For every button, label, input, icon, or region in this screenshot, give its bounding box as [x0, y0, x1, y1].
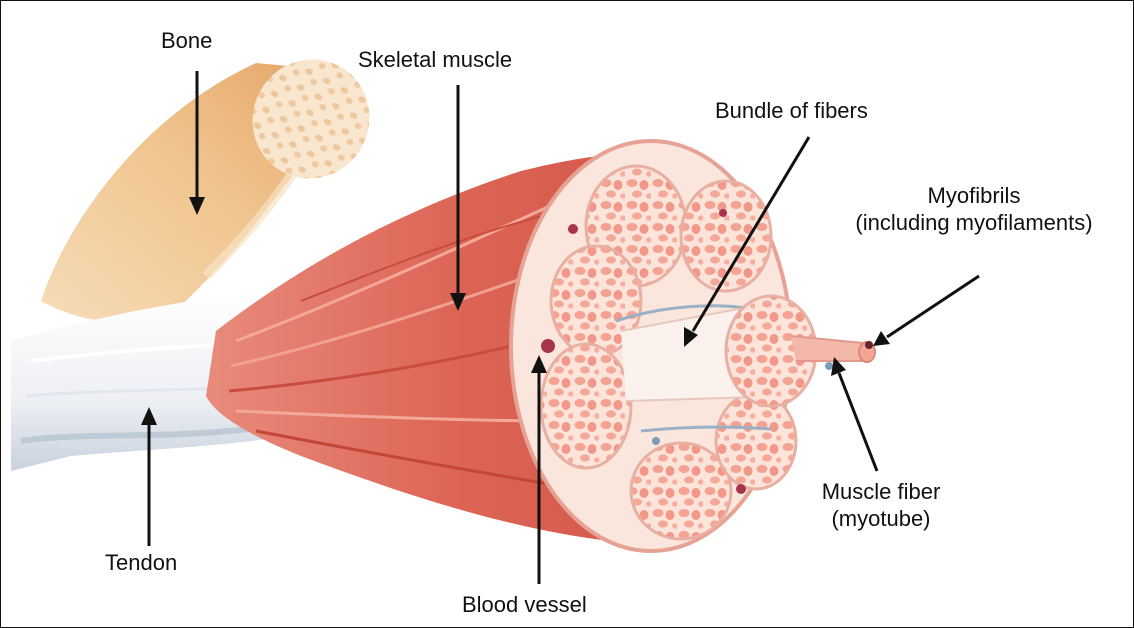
label-skeletal-muscle: Skeletal muscle	[358, 46, 512, 73]
label-tendon: Tendon	[105, 549, 177, 576]
muscle-fiber-arrow	[839, 373, 877, 471]
label-bundle-of-fibers: Bundle of fibers	[715, 97, 868, 124]
muscle-fiber-marker	[825, 362, 833, 370]
label-muscle-fiber: Muscle fiber (myotube)	[801, 478, 961, 532]
fascicle	[631, 443, 731, 539]
nerve-dot	[652, 437, 660, 445]
blood-vessel-dot	[736, 484, 746, 494]
myofibrils-arrowhead	[873, 331, 890, 346]
label-muscle-fiber-line2: (myotube)	[801, 505, 961, 532]
myofibrils-arrow	[887, 276, 979, 337]
label-myofibrils-line1: Myofibrils	[819, 182, 1129, 209]
fascicle	[716, 393, 796, 489]
blood-vessel-dot	[541, 339, 555, 353]
label-bone: Bone	[161, 27, 212, 54]
myofibril-end	[865, 341, 873, 349]
label-muscle-fiber-line1: Muscle fiber	[801, 478, 961, 505]
blood-vessel-dot	[568, 224, 578, 234]
label-myofibrils: Myofibrils (including myofilaments)	[819, 182, 1129, 236]
label-myofibrils-line2: (including myofilaments)	[819, 209, 1129, 236]
fascicle	[541, 344, 631, 468]
label-blood-vessel: Blood vessel	[462, 591, 587, 618]
blood-vessel-dot	[719, 209, 727, 217]
